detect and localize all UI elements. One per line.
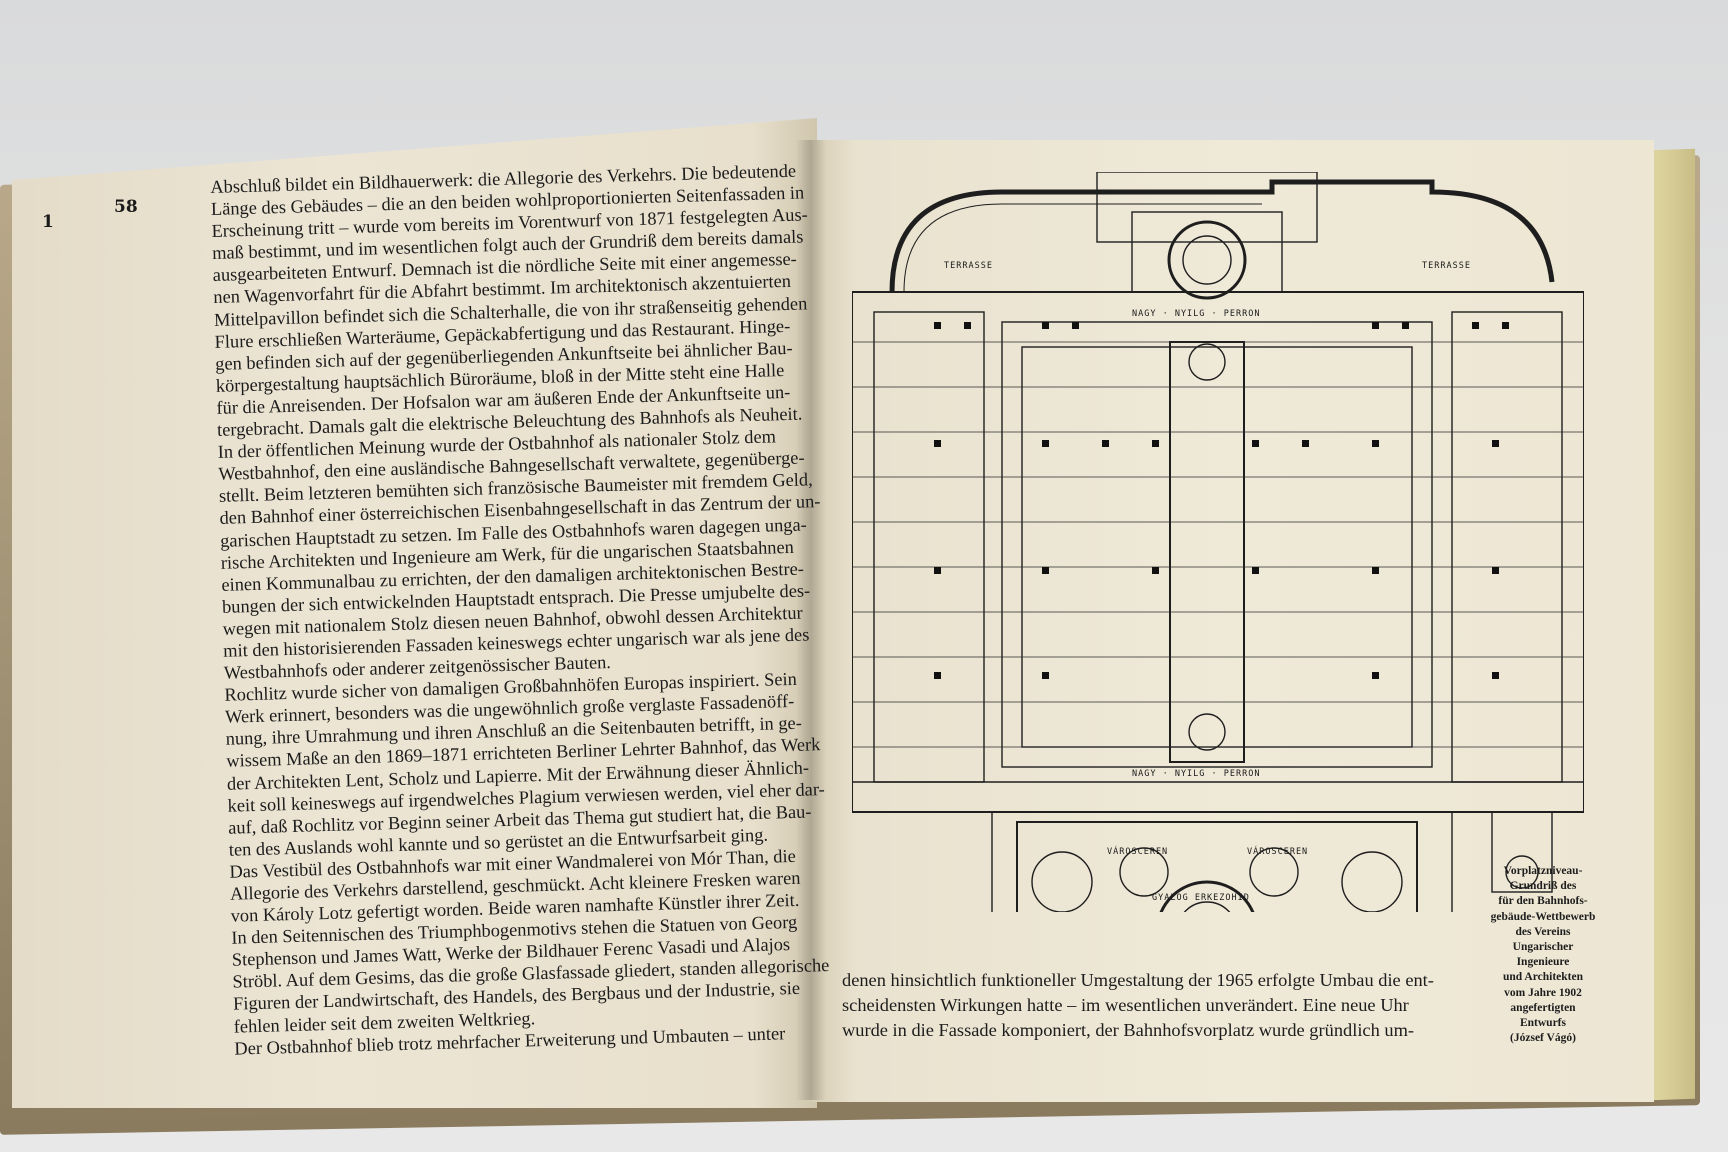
text-line: denen hinsichtlich funktioneller Umgesta… [842, 970, 1434, 990]
left-page [12, 118, 817, 1108]
plan-label-terrace-left: TERRASSE [944, 261, 993, 271]
right-page [806, 140, 1654, 1102]
caption-line: Entwurfs [1519, 1017, 1566, 1030]
caption-line: Ingenieure [1516, 956, 1570, 969]
plan-label-platform-bottom: NAGY · NYILG · PERRON [1132, 769, 1260, 779]
caption-line: Ungarischer [1512, 941, 1574, 954]
floor-plan-drawing: TERRASSE TERRASSE NAGY · NYILG · PERRON … [852, 172, 1584, 912]
caption-line: angefertigten [1510, 1001, 1576, 1014]
caption-line: für den Bahnhofs- [1498, 895, 1588, 908]
right-page-text: denen hinsichtlich funktioneller Umgesta… [842, 968, 1472, 1043]
book-gutter [796, 140, 826, 1100]
caption-line: des Vereins [1515, 925, 1571, 938]
plan-label-platform-top: NAGY · NYILG · PERRON [1132, 309, 1260, 319]
plan-label-bottom: GYALOG ERKEZOHID [1152, 893, 1250, 903]
caption-line: Grundriß des [1509, 880, 1577, 893]
plan-label-varosceren-right: VÁROSCEREN [1247, 845, 1308, 857]
figure-caption: Vorplatzniveau- Grundriß des für den Bahnh… [1478, 864, 1608, 1046]
text-line: wurde in die Fassade komponiert, der Bah… [842, 1020, 1415, 1040]
caption-line: Vorplatzniveau- [1503, 865, 1583, 877]
left-page-text: Abschluß bildet ein Bildhauerwerk: die A… [210, 159, 834, 1059]
caption-line: und Architekten [1503, 971, 1583, 984]
caption-line: gebäude-Wettbewerb [1490, 910, 1596, 923]
plan-label-varosceren-left: VÁROSCEREN [1107, 845, 1168, 857]
page-number: 58 [114, 197, 138, 217]
plan-label-terrace-right: TERRASSE [1422, 261, 1471, 271]
margin-number: 1 [42, 212, 54, 232]
caption-line: vom Jahre 1902 [1504, 986, 1582, 999]
text-line: scheidensten Wirkungen hatte – im wesent… [842, 995, 1409, 1015]
caption-line: (József Vágó) [1510, 1032, 1576, 1045]
